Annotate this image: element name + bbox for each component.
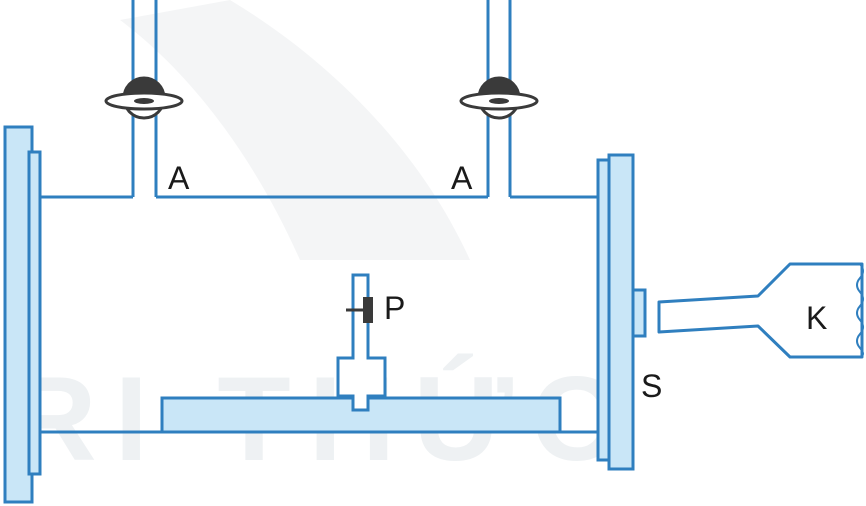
watermark-swoosh — [120, 0, 470, 260]
source-break-edge — [856, 263, 864, 358]
right-cap-plate — [607, 153, 635, 471]
left-cap-flange — [27, 150, 42, 476]
right-end-cap — [596, 153, 647, 471]
valve-right-stem-mark — [489, 98, 509, 104]
valve-left — [104, 76, 184, 120]
label-screen: S — [641, 368, 662, 404]
probe-clip — [363, 297, 373, 323]
label-valve-right: A — [451, 160, 473, 196]
screen-window — [631, 288, 647, 338]
left-end-cap — [3, 125, 42, 504]
label-source: K — [806, 300, 827, 336]
valve-left-stem-mark — [134, 98, 154, 104]
probe-assembly — [336, 273, 387, 412]
source-nozzle — [657, 262, 864, 359]
label-probe: P — [384, 290, 405, 326]
label-valve-left: A — [168, 160, 190, 196]
probe-crossbar-fill — [341, 362, 381, 392]
valve-right — [459, 76, 539, 120]
